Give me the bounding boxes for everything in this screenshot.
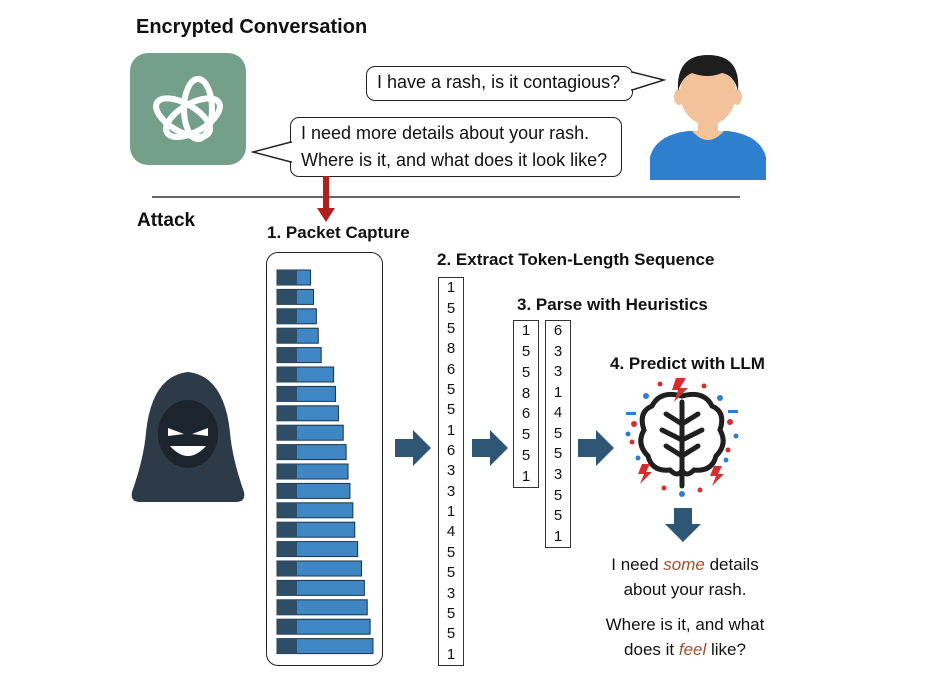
token-value: 5 — [446, 299, 456, 317]
packet-bar — [276, 521, 356, 538]
step4-label: 4. Predict with LLM — [610, 354, 765, 373]
assistant-message-line2: Where is it, and what does it look like? — [301, 150, 608, 170]
token-value: 5 — [521, 343, 531, 361]
step3-label: 3. Parse with Heuristics — [517, 295, 708, 314]
hacker-icon — [131, 372, 245, 502]
token-value: 3 — [553, 342, 563, 360]
token-value: 3 — [446, 482, 456, 500]
token-value: 5 — [553, 424, 563, 442]
packet-bar — [276, 327, 319, 344]
token-length-sequence: 1 5 5 8 6 5 5 1 6 3 3 1 4 5 5 3 5 5 1 — [438, 277, 464, 666]
user-message-bubble: I have a rash, is it contagious? — [366, 66, 633, 101]
packet-capture-panel — [266, 252, 383, 666]
prediction-line4: does it feel like? — [624, 640, 746, 659]
token-value: 5 — [446, 380, 456, 398]
assistant-bubble-tail — [251, 141, 293, 163]
token-value: 5 — [553, 486, 563, 504]
token-value: 5 — [521, 446, 531, 464]
token-value: 4 — [446, 523, 456, 541]
packet-bar — [276, 308, 317, 325]
packet-bar — [276, 618, 371, 635]
token-value: 5 — [446, 564, 456, 582]
token-value: 5 — [446, 543, 456, 561]
attack-label: Attack — [137, 210, 196, 231]
user-message-text: I have a rash, is it contagious? — [377, 72, 621, 92]
token-value: 3 — [553, 363, 563, 381]
token-value: 3 — [553, 465, 563, 483]
packet-bar — [276, 269, 312, 286]
packet-bar — [276, 579, 365, 596]
token-value: 1 — [446, 421, 456, 439]
token-value: 1 — [446, 645, 456, 663]
token-value: 6 — [521, 405, 531, 423]
token-value: 5 — [446, 401, 456, 419]
packet-bar — [276, 560, 362, 577]
packet-bar — [276, 502, 354, 519]
token-value: 3 — [446, 584, 456, 602]
emphasis-some: some — [663, 555, 705, 574]
chatbot-logo — [130, 53, 246, 165]
token-value: 5 — [446, 625, 456, 643]
packet-bar — [276, 424, 344, 441]
assistant-message-bubble: I need more details about your rash. Whe… — [290, 117, 622, 177]
flow-arrow-3-icon — [578, 430, 614, 466]
token-value: 5 — [446, 319, 456, 337]
token-value: 8 — [446, 340, 456, 358]
capture-arrow-icon — [317, 176, 335, 222]
parsed-sequence-b: 6 3 3 1 4 5 5 3 5 5 1 — [545, 320, 571, 548]
token-value: 8 — [521, 384, 531, 402]
token-value: 6 — [553, 322, 563, 340]
packet-bar — [276, 385, 337, 402]
token-value: 5 — [553, 445, 563, 463]
token-value: 1 — [521, 467, 531, 485]
token-value: 1 — [553, 527, 563, 545]
prediction-line1: I need some details — [611, 555, 759, 574]
packet-bar — [276, 366, 335, 383]
packet-bar — [276, 444, 347, 461]
page-title: Encrypted Conversation — [136, 16, 368, 38]
assistant-message-line1: I need more details about your rash. — [301, 123, 590, 143]
packet-bar — [276, 463, 349, 480]
packet-bar — [276, 638, 374, 655]
token-value: 4 — [553, 404, 563, 422]
llm-brain-icon — [625, 378, 739, 497]
emphasis-feel: feel — [678, 640, 707, 659]
parsed-sequence-a: 1 5 5 8 6 5 5 1 — [513, 320, 539, 488]
token-value: 6 — [446, 442, 456, 460]
token-value: 1 — [446, 503, 456, 521]
packet-bar — [276, 288, 314, 305]
packet-bars — [276, 269, 374, 655]
token-value: 1 — [446, 279, 456, 297]
token-value: 1 — [521, 322, 531, 340]
token-value: 6 — [446, 360, 456, 378]
packet-bar — [276, 599, 368, 616]
packet-bar — [276, 541, 359, 558]
token-value: 3 — [446, 462, 456, 480]
packet-bar — [276, 405, 339, 422]
user-bubble-tail — [630, 71, 666, 92]
token-value: 5 — [553, 507, 563, 525]
packet-bar — [276, 482, 351, 499]
prediction-line3: Where is it, and what — [605, 615, 765, 634]
knot-logo-icon — [153, 76, 223, 142]
token-value: 5 — [521, 363, 531, 381]
prediction-output: I need some details about your rash. Whe… — [575, 552, 795, 662]
packet-bar — [276, 347, 322, 364]
flow-arrow-down-icon — [665, 508, 701, 542]
flow-arrow-1-icon — [395, 430, 431, 466]
token-value: 5 — [521, 426, 531, 444]
section-divider — [152, 196, 740, 198]
token-value: 5 — [446, 604, 456, 622]
flow-arrow-2-icon — [472, 430, 508, 466]
step1-label: 1. Packet Capture — [267, 223, 410, 242]
step2-label: 2. Extract Token-Length Sequence — [437, 250, 715, 269]
token-value: 1 — [553, 383, 563, 401]
prediction-line2: about your rash. — [623, 580, 747, 599]
user-avatar-icon — [650, 55, 766, 180]
